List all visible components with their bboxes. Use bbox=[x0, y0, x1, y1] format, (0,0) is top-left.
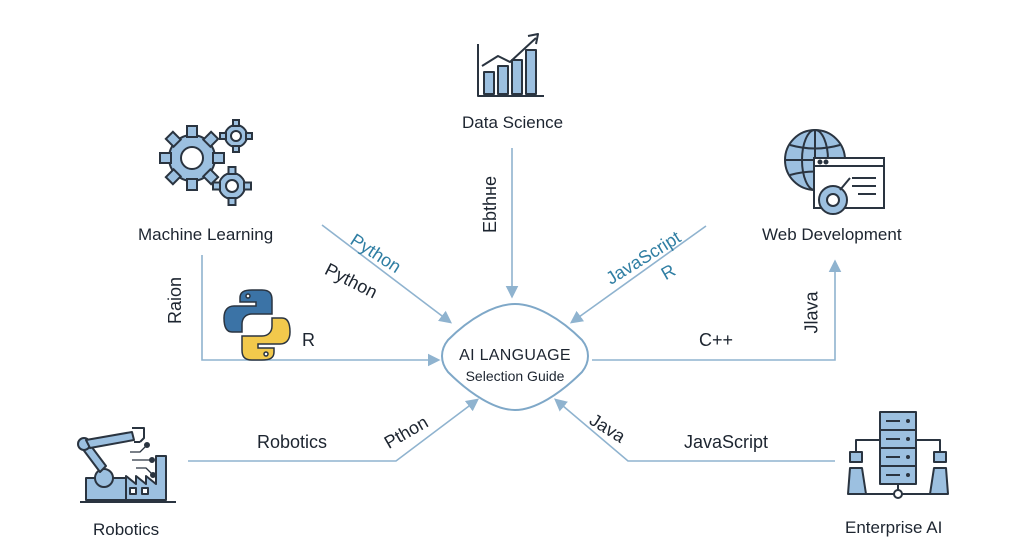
edge-label-ml-vertical: Raion bbox=[165, 276, 186, 325]
server-network-icon bbox=[847, 411, 949, 499]
robot-arm-factory-icon bbox=[77, 427, 176, 503]
edge-label-robotics: Robotics bbox=[257, 432, 328, 452]
edge-label-ml-r: R bbox=[302, 330, 315, 350]
center-node-subtitle: Selection Guide bbox=[465, 368, 565, 384]
edge-ml-elbow bbox=[201, 255, 441, 367]
edge-label-data-science-vertical: Ebthне bbox=[479, 176, 500, 233]
edge-ml-diagonal bbox=[321, 224, 453, 324]
bar-chart-growth-icon bbox=[477, 33, 544, 97]
globe-browser-icon bbox=[784, 129, 885, 215]
center-node-title: AI LANGUAGE bbox=[459, 347, 571, 364]
node-label-enterprise-ai: Enterprise AI bbox=[845, 518, 943, 537]
center-node-shape bbox=[441, 302, 589, 412]
edge-robotics bbox=[188, 398, 480, 462]
edge-label-wd-cpp: C++ bbox=[699, 330, 734, 350]
node-label-web-development: Web Development bbox=[762, 225, 902, 244]
edge-wd-diagonal bbox=[569, 225, 707, 324]
edge-wd-elbow bbox=[592, 259, 842, 361]
edge-label-enterprise-javascript: JavaScript bbox=[684, 432, 769, 452]
node-label-robotics: Robotics bbox=[93, 520, 160, 539]
edge-enterprise bbox=[554, 398, 835, 462]
node-label-machine-learning: Machine Learning bbox=[138, 225, 274, 244]
gears-icon bbox=[159, 119, 253, 206]
python-logo-icon bbox=[223, 289, 291, 361]
node-label-data-science: Data Science bbox=[462, 113, 564, 132]
edge-label-wd-vertical: Jlava bbox=[801, 291, 822, 334]
